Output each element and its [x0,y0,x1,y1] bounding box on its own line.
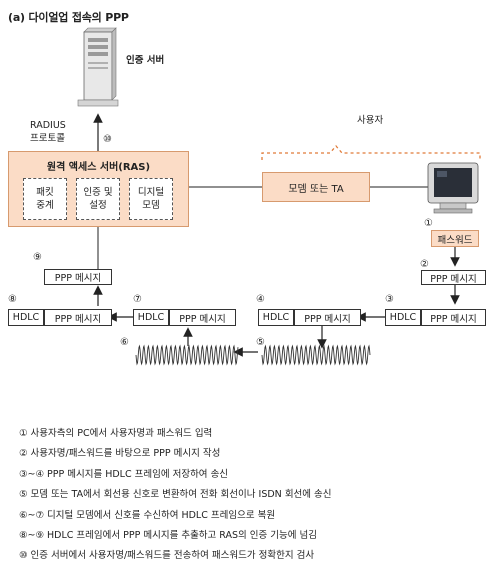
modem-ta-box: 모뎀 또는 TA [262,172,370,202]
diagram-graphics [77,27,481,366]
note-item: ⑤ 모뎀 또는 TA에서 회선용 신호로 변환하여 전화 회선이나 ISDN 회… [19,489,332,501]
note-item: ⑩ 인증 서버에서 사용자명/패스워드를 전송하여 패스워드가 정확한지 검사 [19,550,315,562]
hdlc-header-3: HDLC [385,309,421,326]
step-2: ② [420,259,429,270]
step-4: ④ [256,294,265,305]
ppp-message-9: PPP 메시지 [44,269,112,285]
hdlc-header-4: HDLC [258,309,294,326]
step-8: ⑧ [8,294,17,305]
ppp-message-3: PPP 메시지 [421,309,486,326]
step-10: ⑩ [103,134,112,145]
ppp-message-4: PPP 메시지 [294,309,361,326]
ppp-message-2: PPP 메시지 [421,270,486,285]
step-5: ⑤ [256,337,265,348]
user-label: 사용자 [357,115,384,126]
server-icon [77,27,119,107]
note-item: ① 사용자측의 PC에서 사용자명과 패스워드 입력 [19,428,213,439]
note-item: ③~④ PPP 메시지를 HDLC 프레임에 저장하여 송신 [19,468,229,480]
step-7: ⑦ [133,294,142,305]
ppp-message-8: PPP 메시지 [44,309,112,326]
password-box: 패스워드 [431,230,479,247]
server-label: 인증 서버 [126,55,165,66]
hdlc-header-8: HDLC [8,309,44,326]
signal-wave-5 [261,344,371,366]
note-item: ⑧~⑨ HDLC 프레임에서 PPP 메시지를 추출하고 RAS의 인증 기능에… [19,530,318,542]
note-item: ② 사용자명/패스워드를 바탕으로 PPP 메시지 작성 [19,448,221,460]
pc-monitor-icon [427,162,479,214]
notes-list: ① 사용자측의 PC에서 사용자명과 패스워드 입력 ② 사용자명/패스워드를 … [19,424,332,567]
step-9: ⑨ [33,252,42,263]
radius-label-2: 프로토콜 [30,133,65,144]
step-6: ⑥ [120,337,129,348]
step-3: ③ [385,294,394,305]
step-1: ① [424,218,433,229]
user-brace [261,145,481,160]
radius-label-1: RADIUS [30,120,66,131]
note-item: ⑥~⑦ 디지털 모뎀에서 신호를 수신하여 HDLC 프레임으로 복원 [19,509,276,521]
diagram-title: (a) 다이얼업 접속의 PPP [8,11,129,24]
ppp-message-7: PPP 메시지 [169,309,236,326]
signal-wave-6 [135,344,239,366]
hdlc-header-7: HDLC [133,309,169,326]
ras-title: 원격 액세스 서버(RAS) [46,162,151,173]
